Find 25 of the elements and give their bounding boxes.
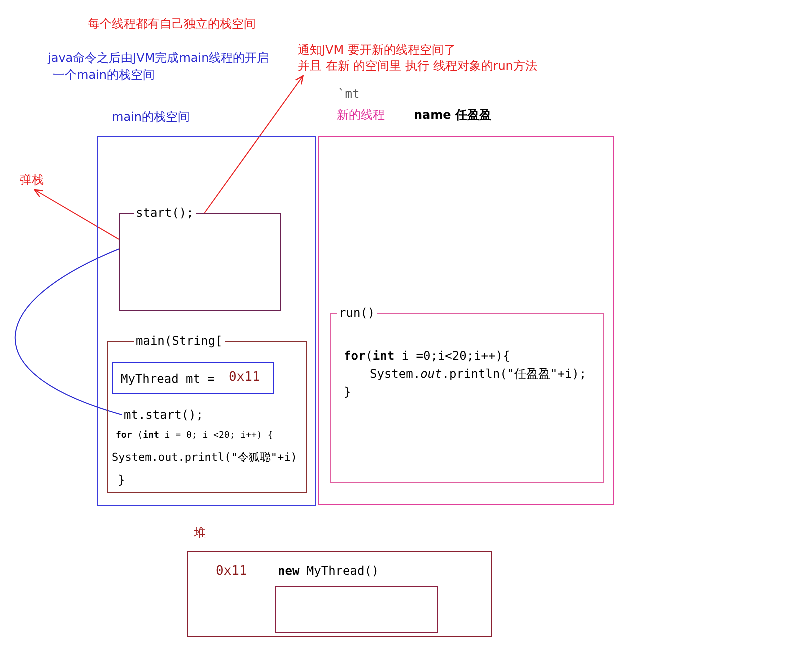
code-text: MyThread mt = [120, 371, 216, 388]
arrow [204, 75, 304, 214]
heap-label: 堆 [193, 525, 207, 542]
code-line: mt.start(); [122, 405, 206, 425]
name-label: name 任盈盈 [413, 107, 492, 124]
address-text: 0x11 [215, 563, 248, 581]
stack-label: main的栈空间 [111, 109, 191, 126]
code-text: new MyThread() [277, 563, 380, 580]
variable-box [112, 362, 274, 394]
connector-line [15, 248, 122, 416]
code-line: } [117, 472, 126, 489]
stack-label: 新的线程 [336, 107, 386, 124]
address-text: 0x11 [228, 369, 262, 387]
code-line: System.out.println("任盈盈"+i); [369, 366, 588, 383]
annotation-text: java命令之后由JVM完成main线程的开启 [46, 50, 270, 67]
annotation-text: 弹栈 [18, 170, 46, 190]
code-line: for(int i =0;i<20;i++){ [343, 348, 512, 365]
variable-label: `mt [337, 86, 361, 103]
annotation-text: 一个main的栈空间 [52, 67, 156, 84]
code-line: System.out.printl("令狐聪"+i) [111, 450, 298, 466]
annotation-text: 通知JVM 要开新的线程空间了 并且 在新 的空间里 执行 线程对象的run方法 [296, 40, 540, 76]
diagram-title: 每个线程都有自己独立的栈空间 [87, 16, 257, 33]
code-line: for (int i = 0; i <20; i++) { [115, 430, 274, 443]
arrow [34, 189, 120, 240]
code-line: } [343, 384, 352, 401]
